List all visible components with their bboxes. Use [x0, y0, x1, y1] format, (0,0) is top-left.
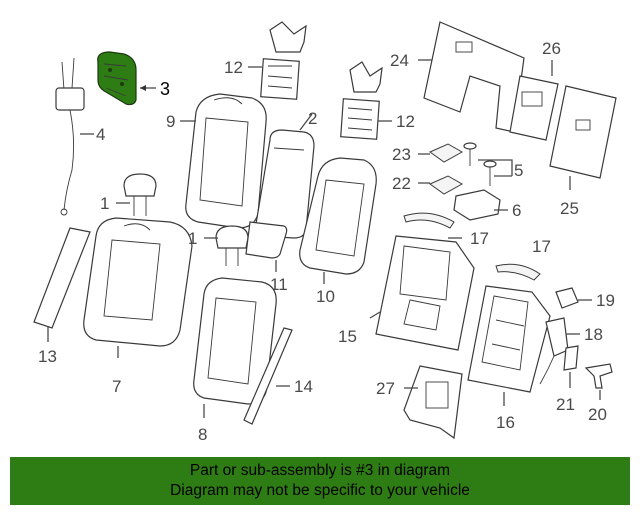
- part-7-seatback[interactable]: [83, 217, 193, 347]
- callout-12b: 12: [396, 112, 415, 131]
- callout-16: 16: [496, 413, 515, 432]
- callout-24: 24: [390, 51, 409, 70]
- part-20-bolt[interactable]: [584, 363, 613, 389]
- callout-7: 7: [112, 377, 121, 396]
- part-4[interactable]: [55, 57, 85, 216]
- part-11-pad[interactable]: [245, 221, 288, 259]
- part-17-bar-upper[interactable]: [403, 212, 455, 229]
- callout-1a: 1: [100, 194, 109, 213]
- parts-diagram: 3 4 1 13 7 9 12: [33, 21, 617, 444]
- part-22-bumper[interactable]: [428, 175, 464, 195]
- part-24-back-panel[interactable]: [423, 21, 525, 133]
- callout-1b: 1: [188, 229, 197, 248]
- callout-17a: 17: [470, 229, 489, 248]
- callout-18: 18: [584, 325, 603, 344]
- part-16-frame[interactable]: [467, 285, 551, 393]
- part-12-plate-right[interactable]: [340, 61, 383, 140]
- part-5-pins[interactable]: [463, 142, 497, 186]
- callout-8: 8: [198, 425, 207, 444]
- part-1-headrest-lower[interactable]: [215, 225, 249, 266]
- callout-25: 25: [560, 199, 579, 218]
- part-19-clip[interactable]: [555, 287, 579, 309]
- info-banner: Part or sub-assembly is #3 in diagram Di…: [10, 457, 630, 505]
- callout-2: 2: [308, 109, 317, 128]
- callout-21: 21: [556, 395, 575, 414]
- banner-line-1: Part or sub-assembly is #3 in diagram: [189, 462, 451, 479]
- part-13-side-panel[interactable]: [33, 227, 91, 329]
- banner-line-2: Diagram may not be specific to your vehi…: [170, 482, 470, 499]
- callout-19: 19: [596, 291, 615, 310]
- callout-3: 3: [160, 79, 170, 99]
- callout-11: 11: [270, 275, 288, 294]
- part-6-bracket[interactable]: [453, 189, 501, 221]
- callout-27: 27: [376, 379, 395, 398]
- part-15-frame[interactable]: [375, 235, 475, 351]
- callout-26: 26: [542, 39, 561, 58]
- part-14-trim[interactable]: [243, 327, 293, 425]
- arrow-3: [140, 85, 146, 91]
- callout-10: 10: [316, 287, 335, 306]
- part-21-bracket[interactable]: [563, 345, 579, 371]
- callout-13: 13: [38, 347, 57, 366]
- part-1-headrest-upper[interactable]: [123, 173, 157, 216]
- part-17-bar-right[interactable]: [495, 263, 541, 281]
- part-25-panel[interactable]: [549, 85, 617, 179]
- part-3-highlighted[interactable]: [97, 51, 137, 106]
- part-12-plate-left[interactable]: [260, 21, 307, 100]
- callout-17b: 17: [532, 237, 551, 256]
- callout-5: 5: [514, 161, 523, 180]
- part-26-panel[interactable]: [509, 75, 559, 141]
- part-9-seatback[interactable]: [185, 93, 267, 229]
- callout-20: 20: [588, 405, 607, 424]
- callout-9: 9: [166, 112, 175, 131]
- callout-4: 4: [96, 125, 105, 144]
- callout-15: 15: [338, 327, 357, 346]
- callout-6: 6: [512, 201, 521, 220]
- callout-22: 22: [392, 174, 411, 193]
- part-10-seatback[interactable]: [299, 157, 377, 275]
- callout-14: 14: [294, 377, 313, 396]
- callout-12a: 12: [224, 58, 243, 77]
- callout-23: 23: [392, 145, 411, 164]
- part-23-bumper[interactable]: [428, 143, 464, 163]
- part-27-plate[interactable]: [403, 365, 463, 440]
